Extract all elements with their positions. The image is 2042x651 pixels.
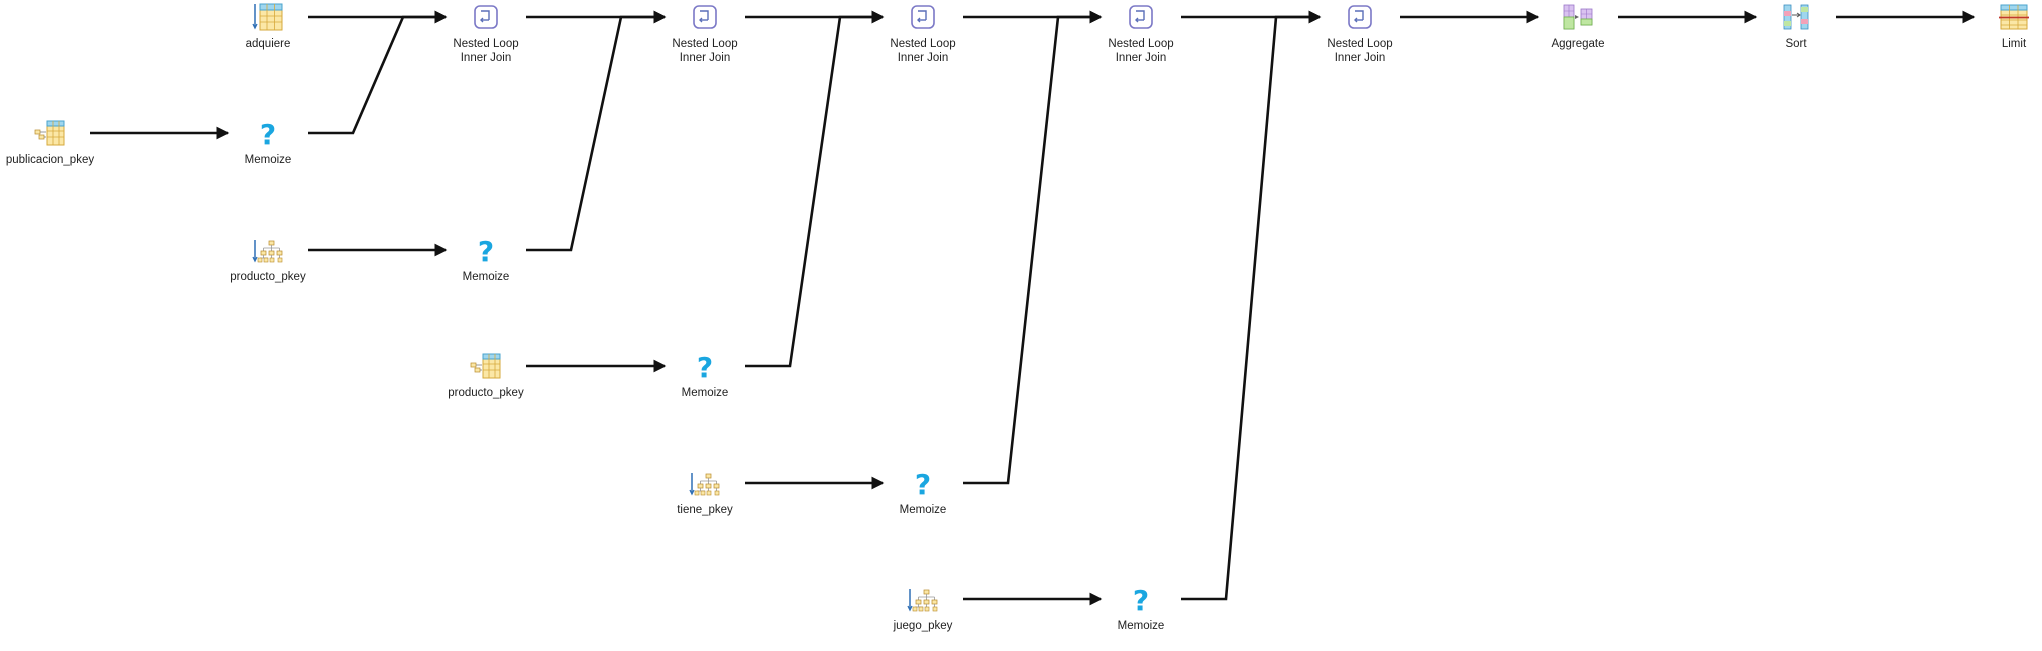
plan-node-n9[interactable]: ? Memoize <box>645 350 765 400</box>
plan-node-n11[interactable]: tiene_pkey <box>645 467 765 517</box>
plan-node-label: Aggregate <box>1551 38 1605 50</box>
plan-node-n17[interactable]: Aggregate <box>1518 1 1638 51</box>
plan-node-label: producto_pkey <box>230 271 306 283</box>
plan-node-label: Limit <box>2001 38 2027 50</box>
plan-node-label: Nested Loop Inner Join <box>1327 38 1393 64</box>
memoize-question-icon: ? <box>470 234 502 266</box>
plan-node-n7[interactable]: Nested Loop Inner Join <box>645 1 765 65</box>
nested-loop-icon <box>1125 1 1157 33</box>
plan-node-n18[interactable]: Sort <box>1736 1 1856 51</box>
nested-loop-icon <box>907 1 939 33</box>
plan-node-label: publicacion_pkey <box>5 154 95 166</box>
plan-node-label: Sort <box>1785 38 1807 50</box>
plan-node-n4[interactable]: Nested Loop Inner Join <box>426 1 546 65</box>
plan-edge-n3-n4 <box>308 10 448 135</box>
plan-node-label: tiene_pkey <box>677 504 733 516</box>
plan-node-label: juego_pkey <box>893 620 953 632</box>
index-scan-table-icon <box>34 117 66 149</box>
svg-text:?: ? <box>1133 584 1149 615</box>
plan-node-n19[interactable]: Limit <box>1954 1 2042 51</box>
plan-node-label: adquiere <box>245 38 291 50</box>
nested-loop-icon <box>470 1 502 33</box>
plan-node-n12[interactable]: ? Memoize <box>863 467 983 517</box>
limit-icon <box>1998 1 2030 33</box>
plan-node-label: Nested Loop Inner Join <box>890 38 956 64</box>
plan-node-n10[interactable]: Nested Loop Inner Join <box>863 1 983 65</box>
plan-node-label: Nested Loop Inner Join <box>672 38 738 64</box>
plan-node-n16[interactable]: Nested Loop Inner Join <box>1300 1 1420 65</box>
plan-node-n15[interactable]: ? Memoize <box>1081 583 1201 633</box>
svg-text:?: ? <box>915 468 931 499</box>
svg-text:?: ? <box>260 118 276 149</box>
plan-node-label: Memoize <box>899 504 947 516</box>
plan-edge-n6-n7 <box>526 10 667 252</box>
plan-node-n6[interactable]: ? Memoize <box>426 234 546 284</box>
plan-node-label: Memoize <box>681 387 729 399</box>
plan-node-n2[interactable]: publicacion_pkey <box>0 117 110 167</box>
plan-node-n5[interactable]: producto_pkey <box>208 234 328 284</box>
plan-edge-n15-n16 <box>1181 10 1322 601</box>
sort-icon <box>1780 1 1812 33</box>
svg-text:?: ? <box>697 351 713 382</box>
plan-node-label: Memoize <box>244 154 292 166</box>
svg-text:?: ? <box>478 235 494 266</box>
memoize-question-icon: ? <box>252 117 284 149</box>
plan-node-label: producto_pkey <box>448 387 524 399</box>
index-only-scan-tree-icon <box>689 467 721 499</box>
memoize-question-icon: ? <box>689 350 721 382</box>
plan-edge-n12-n13 <box>963 10 1103 485</box>
index-scan-table-icon <box>470 350 502 382</box>
plan-node-label: Nested Loop Inner Join <box>453 38 519 64</box>
plan-node-n13[interactable]: Nested Loop Inner Join <box>1081 1 1201 65</box>
aggregate-icon <box>1562 1 1594 33</box>
plan-node-label: Memoize <box>1117 620 1165 632</box>
index-only-scan-tree-icon <box>907 583 939 615</box>
plan-edge-n9-n10 <box>745 10 885 368</box>
nested-loop-icon <box>689 1 721 33</box>
plan-node-n14[interactable]: juego_pkey <box>863 583 983 633</box>
plan-node-n1[interactable]: adquiere <box>208 1 328 51</box>
plan-node-label: Memoize <box>462 271 510 283</box>
index-only-scan-tree-icon <box>252 234 284 266</box>
memoize-question-icon: ? <box>1125 583 1157 615</box>
seq-scan-table-icon <box>252 1 284 33</box>
plan-node-n3[interactable]: ? Memoize <box>208 117 328 167</box>
plan-node-label: Nested Loop Inner Join <box>1108 38 1174 64</box>
memoize-question-icon: ? <box>907 467 939 499</box>
plan-node-n8[interactable]: producto_pkey <box>426 350 546 400</box>
nested-loop-icon <box>1344 1 1376 33</box>
